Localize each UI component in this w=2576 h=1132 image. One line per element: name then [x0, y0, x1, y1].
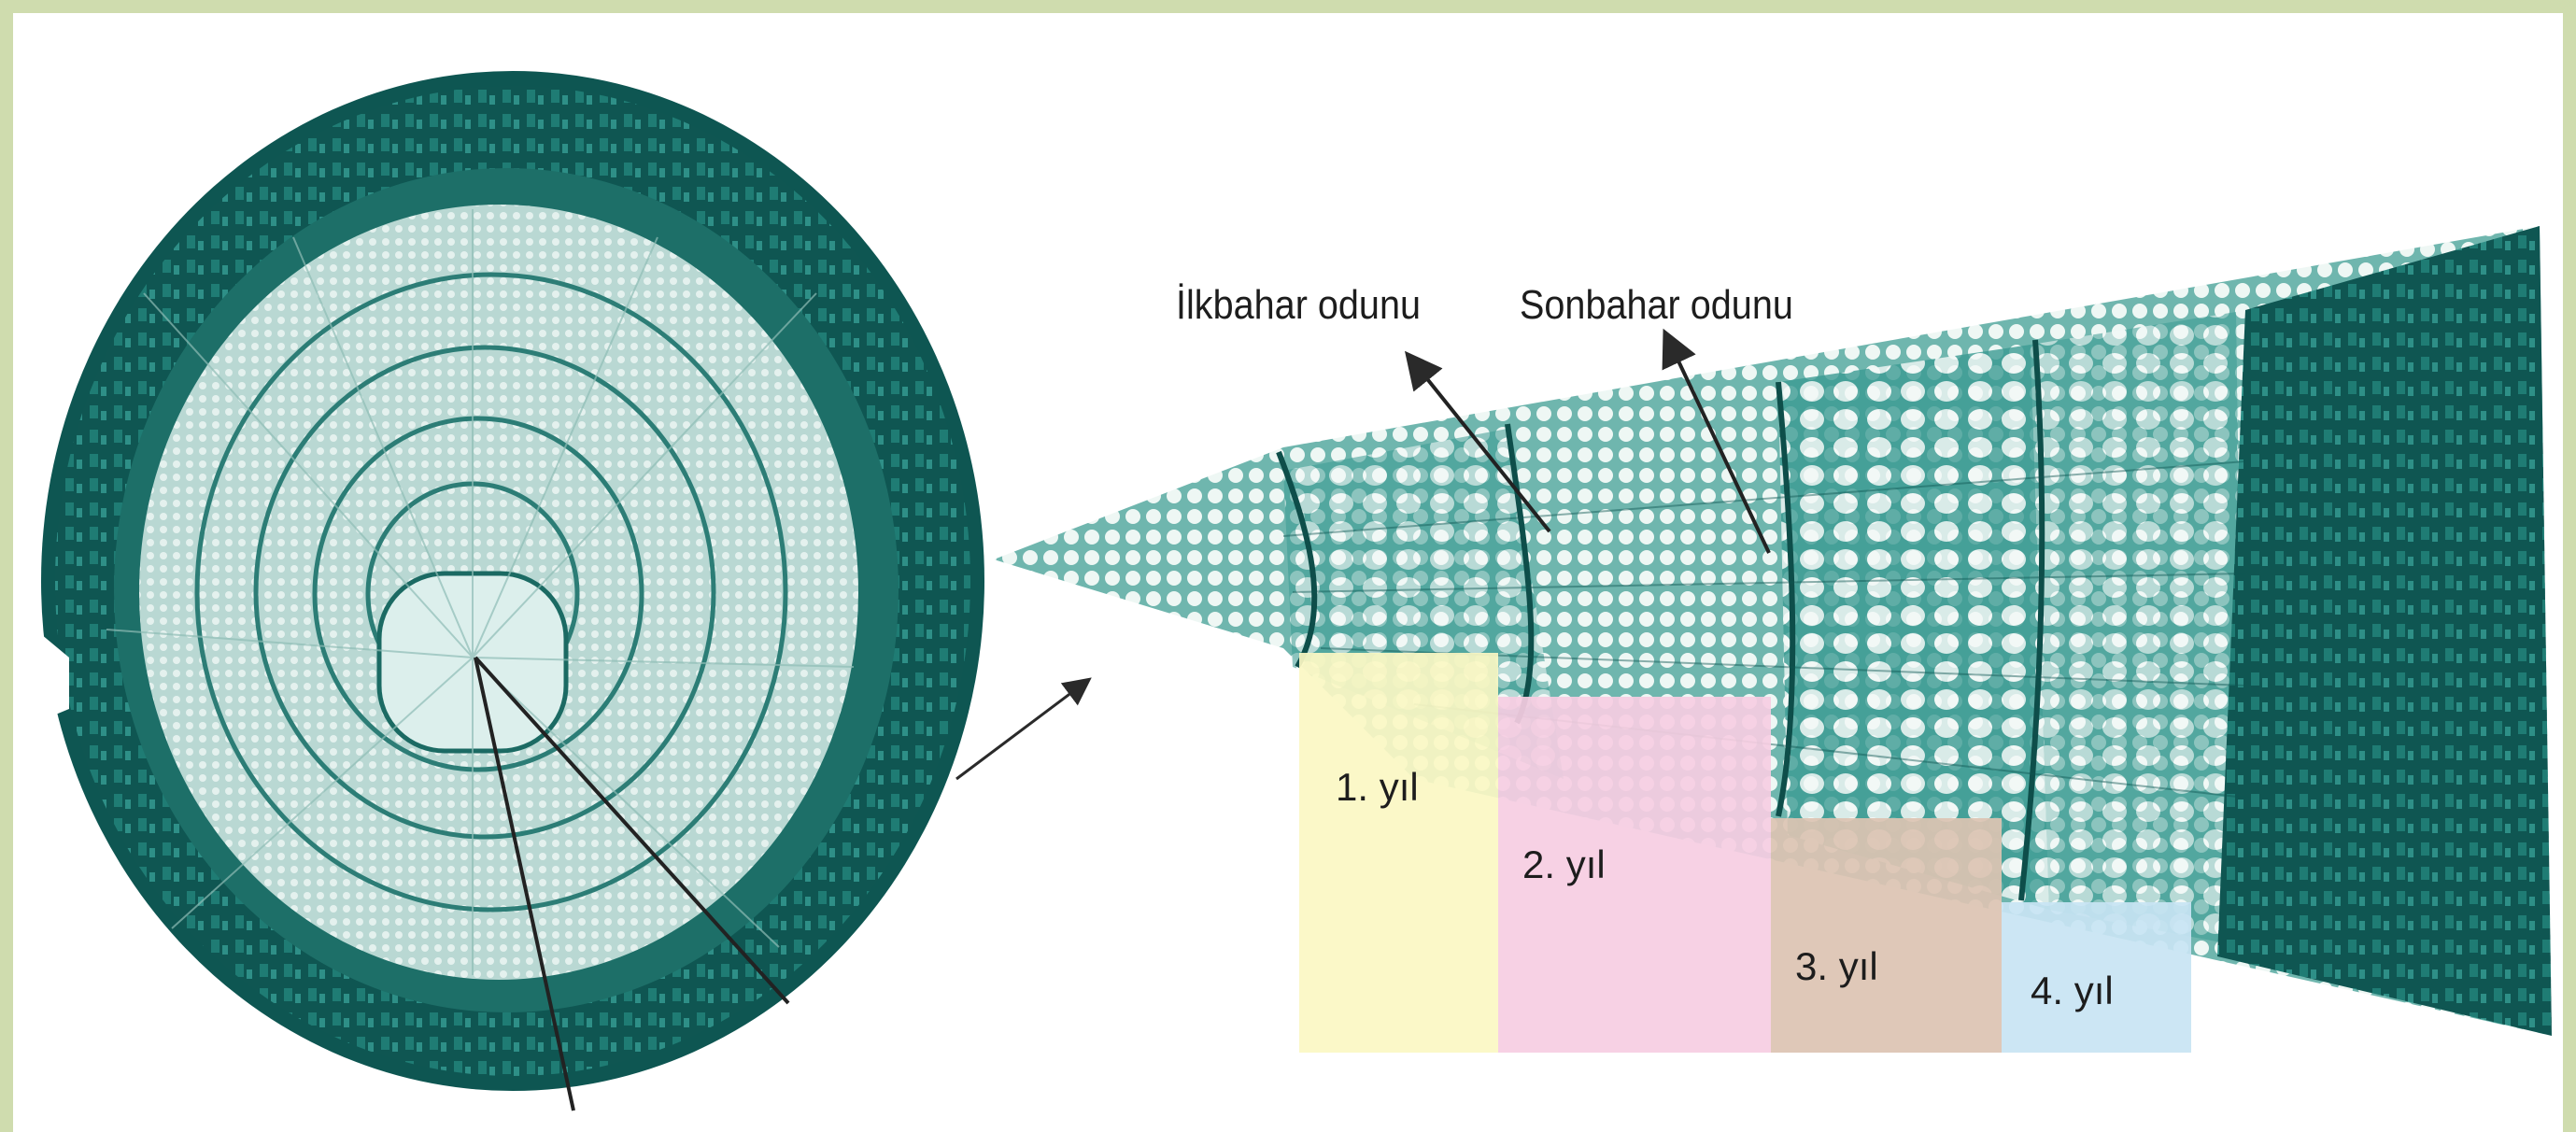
stem-cross-section	[13, 71, 984, 1111]
magnify-arrow	[956, 681, 1087, 779]
autumn-wood-label: Sonbahar odunu	[1520, 282, 1793, 329]
year-3-label: 3. yıl	[1795, 944, 1878, 989]
figure-frame: İlkbahar odunu Sonbahar odunu 1. yıl 2. …	[13, 13, 2563, 1132]
year-1-label: 1. yıl	[1336, 765, 1419, 810]
spring-wood-label: İlkbahar odunu	[1176, 282, 1421, 329]
year-1-box	[1299, 653, 1498, 1053]
wedge-bark	[2217, 226, 2552, 1036]
year-4-label: 4. yıl	[2031, 969, 2114, 1013]
year-3-box	[1771, 818, 2002, 1053]
year-2-label: 2. yıl	[1522, 842, 1606, 887]
figure-graphic	[13, 13, 2563, 1132]
